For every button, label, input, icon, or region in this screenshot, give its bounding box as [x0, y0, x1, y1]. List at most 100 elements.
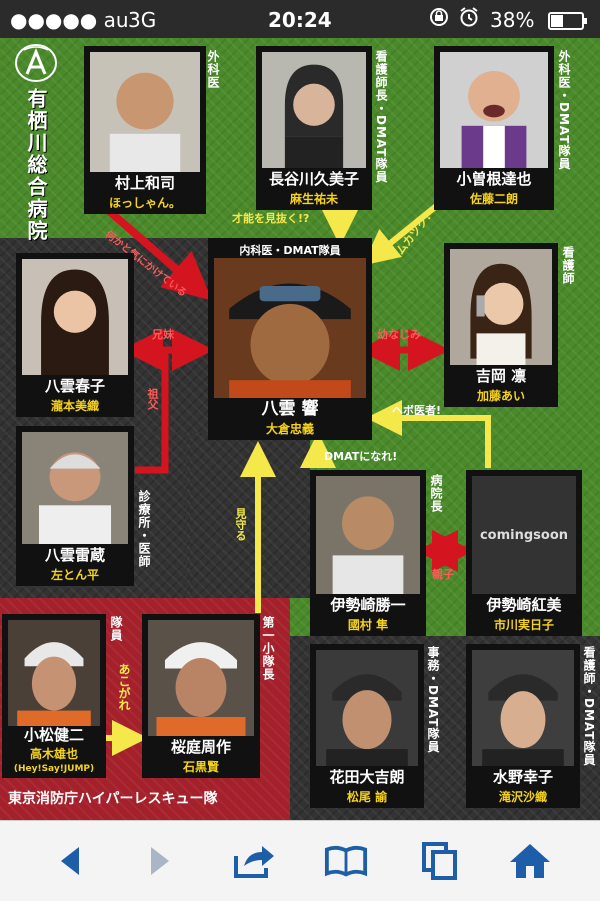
- card-haruko[interactable]: 八雲春子 瀧本美織: [16, 253, 134, 417]
- forward-button[interactable]: [138, 839, 182, 883]
- hasegawa-photo: [262, 52, 366, 168]
- status-bar: ●●●●● au 3G 20:24 38%: [0, 0, 600, 38]
- label-yoshioka-hibiki: 幼なじみ: [377, 328, 421, 341]
- isezaki-kumi-actor: 市川実日子: [493, 618, 554, 632]
- card-kosone[interactable]: 小曽根達也 佐藤二朗: [434, 46, 554, 210]
- murakami-name: 村上和司: [114, 174, 175, 192]
- hasegawa-role: 看護師長・DMAT隊員: [374, 50, 388, 184]
- hanada-actor: 松尾 諭: [346, 790, 388, 804]
- kosone-photo: [440, 52, 548, 168]
- alarm-icon: [458, 6, 480, 33]
- hibiki-actor: 大倉忠義: [265, 422, 314, 436]
- bookmarks-button[interactable]: [324, 839, 368, 883]
- mizuno-actor: 滝沢沙織: [498, 790, 547, 804]
- isezaki-kumi-name: 伊勢崎紅美: [486, 596, 562, 614]
- murakami-actor: ほっしゃん。: [108, 196, 181, 210]
- arrow-kumi-hibiki: [366, 400, 491, 468]
- card-hasegawa[interactable]: 長谷川久美子 麻生祐未: [256, 46, 372, 210]
- isezaki-shoichi-name: 伊勢崎勝一: [330, 596, 406, 614]
- card-isezaki-shoichi[interactable]: 伊勢崎勝一 國村 隼: [310, 470, 426, 636]
- card-sakuraba[interactable]: 桜庭周作 石黒賢: [142, 614, 260, 778]
- rescue-team-name: 東京消防庁ハイパーレスキュー隊: [8, 791, 218, 807]
- rotation-lock-icon: [428, 6, 450, 33]
- raizo-name: 八雲雷蔵: [44, 546, 105, 564]
- isezaki-shoichi-photo: [316, 476, 420, 594]
- kosone-actor: 佐藤二朗: [469, 192, 518, 206]
- label-raizo-family: 祖父: [146, 388, 159, 410]
- hibiki-name: 八雲 響: [261, 399, 319, 419]
- hibiki-photo: [214, 258, 366, 398]
- murakami-role: 外科医: [206, 50, 220, 89]
- raizo-photo: [22, 432, 128, 544]
- forward-icon: [151, 847, 169, 875]
- label-hasegawa-hibiki: 才能を見抜く!?: [232, 212, 310, 225]
- arrow-raizo-family: [135, 350, 169, 474]
- haruko-photo: [22, 259, 128, 375]
- card-yoshioka[interactable]: 吉岡 凛 加藤あい: [444, 243, 558, 407]
- card-komatsu[interactable]: 小松健二 高木雄也 (Hey!Say!JUMP): [2, 614, 106, 778]
- label-kumi-hibiki: ヘボ医者!: [392, 404, 442, 417]
- label-komatsu-sakuraba: あこがれ: [117, 663, 131, 711]
- home-button[interactable]: [508, 839, 552, 883]
- yoshioka-role: 看護師: [561, 246, 575, 285]
- card-hibiki[interactable]: 内科医・DMAT隊員 八雲 響 大倉忠義: [208, 238, 372, 440]
- kosone-name: 小曽根達也: [456, 170, 532, 188]
- hibiki-role: 内科医・DMAT隊員: [239, 244, 341, 257]
- relationship-chart: 有栖川総合病院 才能を見抜く!? ムカツク! 何かと気にかけている 幼なじ: [0, 38, 600, 820]
- relation-arrows: [102, 200, 491, 756]
- label-isezaki-hibiki: DMATになれ!: [324, 450, 398, 463]
- sakuraba-name: 桜庭周作: [170, 738, 231, 756]
- card-isezaki-kumi[interactable]: comingsoon 伊勢崎紅美 市川実日子: [466, 470, 582, 636]
- haruko-actor: 瀧本美織: [50, 399, 99, 413]
- isezaki-shoichi-actor: 國村 隼: [347, 618, 389, 632]
- komatsu-actor-group: (Hey!Say!JUMP): [13, 764, 95, 774]
- raizo-actor: 左とん平: [50, 568, 99, 582]
- home-icon: [510, 844, 550, 878]
- book-icon: [324, 845, 368, 877]
- hospital-logo: [12, 42, 60, 88]
- card-murakami[interactable]: 村上和司 ほっしゃん。: [84, 46, 206, 214]
- browser-toolbar: [0, 820, 600, 901]
- komatsu-name: 小松健二: [23, 726, 84, 744]
- arrow-murakami-hibiki: [105, 206, 213, 301]
- carrier-label: ●●●●● au: [10, 8, 129, 32]
- back-button[interactable]: [48, 839, 92, 883]
- murakami-photo: [90, 52, 200, 172]
- sakuraba-photo: [148, 620, 254, 736]
- isezaki-shoichi-role: 病院長: [429, 474, 443, 513]
- komatsu-photo: [8, 620, 100, 726]
- hospital-name: 有栖川総合病院: [24, 88, 48, 242]
- label-isezaki-kumi: 親子: [432, 568, 454, 581]
- tabs-icon: [422, 842, 457, 880]
- card-mizuno[interactable]: 水野幸子 滝沢沙織: [466, 644, 580, 808]
- raizo-role: 診療所・医師: [137, 490, 151, 568]
- sakuraba-role: 第一小隊長: [261, 616, 275, 681]
- back-icon: [61, 847, 79, 875]
- kosone-role: 外科医・DMAT隊員: [557, 50, 571, 171]
- label-sakuraba-hibiki: 見守る: [234, 508, 247, 541]
- card-hanada[interactable]: 花田大吉朗 松尾 諭: [310, 644, 424, 808]
- battery-percent: 38%: [490, 8, 535, 32]
- isezaki-kumi-placeholder: comingsoon: [472, 476, 576, 594]
- share-button[interactable]: [232, 839, 276, 883]
- komatsu-role: 隊員: [109, 616, 123, 642]
- card-raizo[interactable]: 八雲雷蔵 左とん平: [16, 426, 134, 586]
- hanada-name: 花田大吉朗: [329, 768, 405, 786]
- mizuno-role: 看護師・DMAT隊員: [582, 646, 596, 767]
- hasegawa-actor: 麻生祐未: [289, 192, 338, 206]
- center-lower-region: [190, 433, 310, 598]
- yoshioka-actor: 加藤あい: [476, 389, 525, 403]
- label-haruko-hibiki: 兄妹: [152, 328, 174, 341]
- coming-soon-text: comingsoon: [479, 527, 569, 543]
- hanada-role: 事務・DMAT隊員: [426, 646, 440, 754]
- yoshioka-name: 吉岡 凛: [475, 367, 527, 385]
- hasegawa-name: 長谷川久美子: [268, 170, 359, 188]
- arrow-kosone-hibiki: [362, 200, 442, 266]
- yoshioka-photo: [450, 249, 552, 365]
- mizuno-name: 水野幸子: [492, 768, 553, 786]
- hanada-photo: [316, 650, 418, 766]
- tabs-button[interactable]: [418, 839, 462, 883]
- mizuno-photo: [472, 650, 574, 766]
- battery-icon: [548, 11, 588, 35]
- haruko-name: 八雲春子: [44, 377, 105, 395]
